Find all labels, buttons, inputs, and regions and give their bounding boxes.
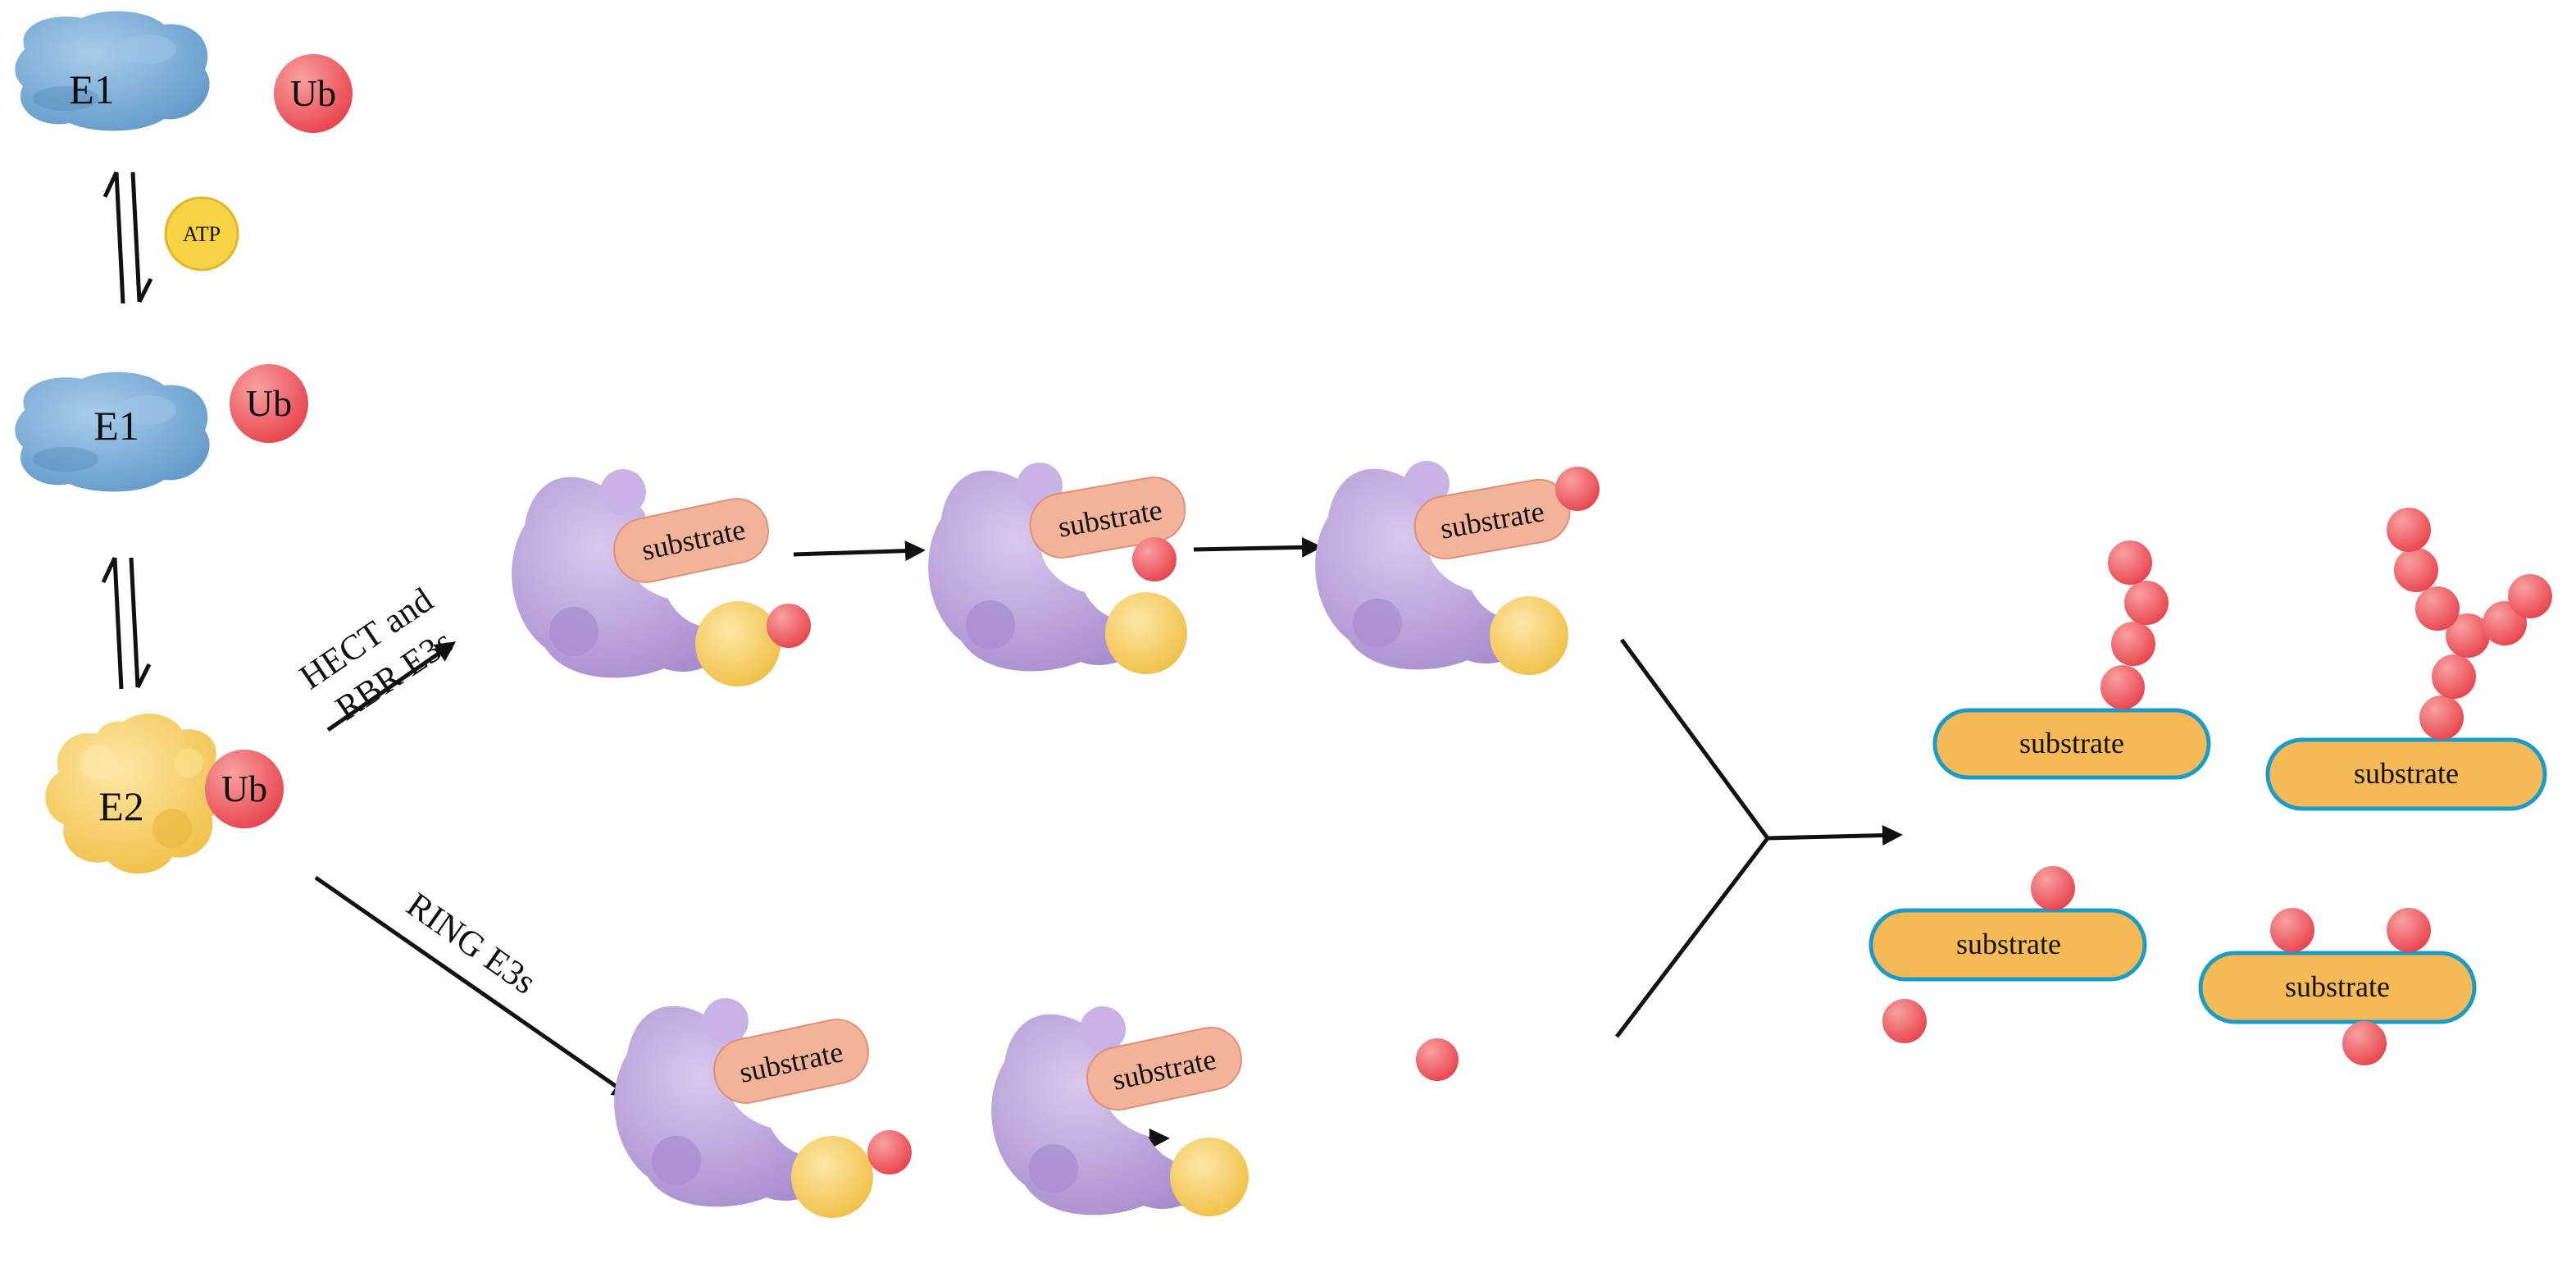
substrate-peptide (713, 1019, 869, 1104)
convergence-bracket (1615, 638, 1903, 1038)
ubiquitin (2508, 574, 2552, 618)
ub-label: Ub (290, 72, 336, 114)
e3-complex-ring-step2: substrate (991, 999, 1927, 1216)
atp-molecule: ATP (164, 196, 239, 271)
ubiquitin (2031, 866, 2075, 910)
ubiquitin (2100, 665, 2145, 709)
e1-charged-label: E1 (93, 403, 139, 449)
product-polyubiquitin-branched: substrate (2265, 508, 2552, 811)
substrate-label: substrate (2019, 727, 2124, 759)
ub-on-e1-label: Ub (246, 382, 292, 424)
ub-on-e2-label: Ub (221, 768, 267, 809)
substrate-bar (2265, 737, 2547, 811)
ubiquitin (2387, 908, 2431, 952)
arrow-hect-step1-to-2 (793, 540, 926, 562)
ubiquitin (867, 1130, 912, 1174)
ubiquitin (2111, 622, 2155, 666)
equilibrium-arrows-e1-activation (102, 171, 153, 304)
ubiquitin (2342, 1021, 2387, 1065)
atp-label: ATP (183, 222, 221, 246)
equilibrium-arrows-e2-transfer (101, 556, 152, 690)
e2-in-complex (1170, 1138, 1249, 1216)
e1-enzyme-charged: E1 (15, 372, 210, 492)
ubiquitin (1882, 999, 1927, 1043)
e2-enzyme: E2 (45, 713, 228, 874)
substrate-bar (1932, 708, 2211, 780)
ubiquitin (2124, 581, 2169, 625)
e3-complex-hect-step3: substrate (1315, 461, 1600, 675)
substrate-label: substrate (1956, 928, 2061, 960)
substrate-label: substrate (2354, 757, 2459, 790)
substrate-peptide (1029, 477, 1186, 559)
ubiquitin (2432, 654, 2476, 699)
ubiquitin (2394, 548, 2438, 592)
e1-enzyme-free: E1 (15, 11, 210, 131)
e3-complex-hect-step1: substrate (512, 469, 811, 686)
ubiquitin (2419, 695, 2464, 740)
product-multi-monoubiquitin: substrate (2198, 908, 2477, 1065)
route-label-hect: HECT and RBR E3s (293, 581, 460, 728)
arrow-ring-route (314, 875, 634, 1098)
ubiquitin-on-e2: Ub (205, 750, 284, 828)
e2-label: E2 (98, 783, 144, 829)
ubiquitin (2446, 613, 2490, 658)
e1-label: E1 (69, 66, 115, 112)
substrate-label: substrate (2285, 970, 2390, 1003)
ubiquitin-free: Ub (274, 54, 353, 133)
substrate-peptide (1086, 1026, 1242, 1111)
substrate-bar (1868, 908, 2147, 982)
ubiquitin (2387, 508, 2431, 552)
e2-in-complex (695, 601, 781, 686)
arrow-hect-step2-to-3 (1193, 536, 1322, 558)
ubiquitin (2108, 540, 2152, 585)
ubiquitin (1132, 537, 1176, 581)
substrate-bar (2198, 951, 2477, 1024)
e3-complex-ring-step1: substrate (614, 998, 912, 1218)
ubiquitin (767, 604, 811, 648)
arrow-hect-route (326, 641, 457, 732)
ubiquitin (1555, 467, 1600, 511)
substrate-peptide (613, 498, 769, 583)
e2-in-complex (791, 1136, 873, 1218)
product-monoubiquitin: substrate (1868, 866, 2147, 982)
ubiquitin (2270, 908, 2314, 952)
ubiquitin (2415, 586, 2460, 631)
ubiquitin-ring-step2 (1416, 1038, 1459, 1081)
ubiquitin-on-e1: Ub (230, 364, 308, 443)
e3-complex-hect-step2: substrate (928, 463, 1187, 674)
e2-in-complex (1105, 592, 1187, 674)
product-polyubiquitin-linear: substrate (1932, 540, 2211, 780)
e2-in-complex (1490, 596, 1568, 675)
